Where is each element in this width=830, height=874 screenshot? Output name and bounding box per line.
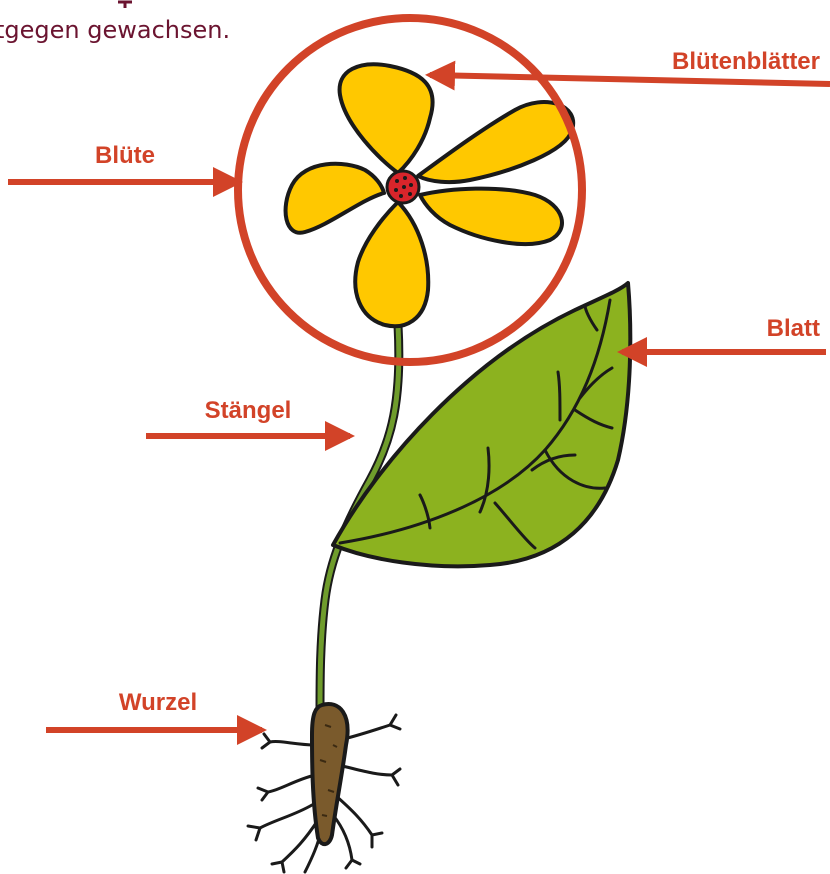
taproot (312, 704, 348, 844)
label-leaf: Blatt (767, 315, 820, 342)
petal-top (340, 64, 433, 173)
petal-right (418, 102, 573, 182)
petal-lower-right (420, 189, 562, 244)
leaf (333, 283, 630, 566)
flower-head (286, 64, 574, 326)
petal-left (286, 164, 384, 233)
petals-arrow (430, 75, 830, 84)
label-stem: Stängel (205, 397, 292, 424)
label-root: Wurzel (119, 689, 197, 716)
cut-off-text-fragment (118, 2, 132, 8)
label-flower: Blüte (95, 142, 155, 169)
intro-text: tgegen gewachsen. (0, 16, 230, 44)
label-petals: Blütenblätter (672, 48, 820, 75)
petal-bottom (355, 202, 428, 326)
